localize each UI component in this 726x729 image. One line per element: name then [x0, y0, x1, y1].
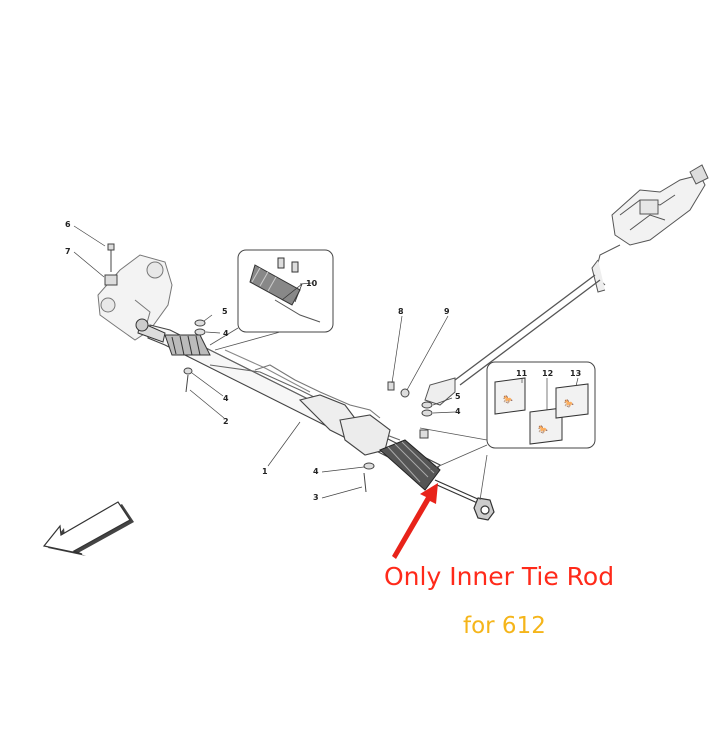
callout-sub-text: for 612 — [463, 613, 546, 639]
pointer-arrow-icon — [392, 483, 438, 559]
label-part-4d: 4 — [313, 467, 319, 476]
part-number-labels: 6 7 5 4 10 4 2 1 8 9 5 4 4 3 11 12 13 — [65, 220, 581, 502]
inset-shims: 🐎 🐎 🐎 — [419, 361, 596, 501]
label-part-12: 12 — [542, 369, 553, 378]
bolt-6 — [107, 243, 115, 272]
label-part-4b: 4 — [223, 394, 229, 403]
label-part-8: 8 — [398, 307, 404, 316]
rack-housing — [147, 324, 441, 479]
svg-text:🐎: 🐎 — [538, 425, 548, 434]
shim-12: 🐎 — [529, 407, 563, 445]
leader-lines — [73, 225, 579, 499]
shim-13: 🐎 — [555, 383, 589, 419]
label-part-13: 13 — [570, 369, 581, 378]
label-part-2: 2 — [223, 417, 229, 426]
inset-boot-clamps — [209, 249, 334, 351]
label-part-4a: 4 — [223, 329, 229, 338]
direction-arrow-icon — [42, 501, 134, 556]
label-part-9: 9 — [444, 307, 450, 316]
label-part-7: 7 — [65, 247, 71, 256]
svg-text:🐎: 🐎 — [503, 395, 513, 404]
inner-tie-rod — [434, 479, 495, 521]
label-part-6: 6 — [65, 220, 71, 229]
spacer-7 — [104, 274, 118, 286]
hardware-parts — [183, 319, 433, 493]
label-part-4c: 4 — [455, 407, 461, 416]
right-bellows-boot — [379, 439, 441, 491]
label-part-5b: 5 — [455, 392, 461, 401]
steering-column — [424, 164, 709, 406]
svg-text:🐎: 🐎 — [564, 399, 574, 408]
label-part-1: 1 — [262, 467, 268, 476]
label-part-11: 11 — [516, 369, 528, 378]
left-bellows-boot — [135, 318, 211, 356]
label-part-3: 3 — [313, 493, 319, 502]
label-part-5a: 5 — [222, 307, 228, 316]
shim-11: 🐎 — [494, 377, 526, 415]
callout-main-text: Only Inner Tie Rod — [384, 562, 615, 591]
label-part-10: 10 — [306, 279, 318, 288]
